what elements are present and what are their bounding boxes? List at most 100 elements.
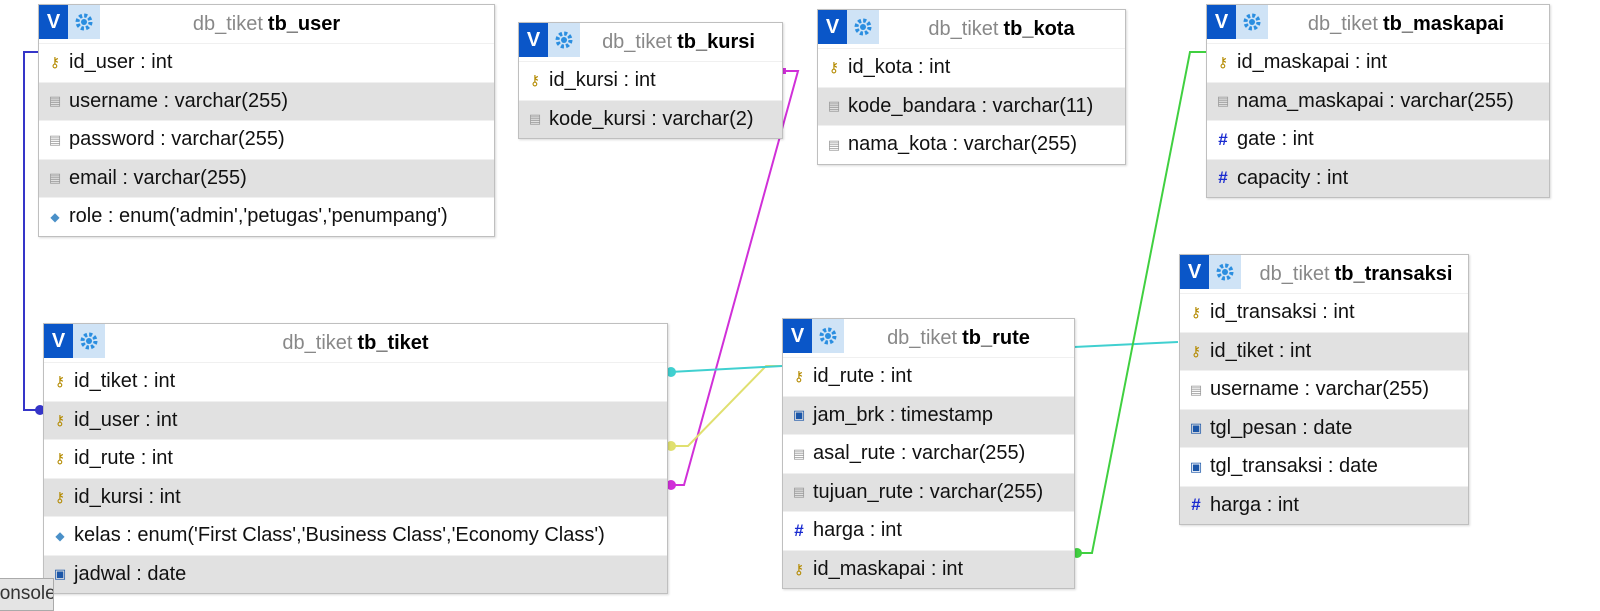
column-row[interactable]: ⚷id_maskapai : int [783, 549, 1074, 588]
table-tb-maskapai[interactable]: V db_tiket tb_maskapai ⚷ id_maskapai : in… [1206, 4, 1550, 198]
column-row[interactable]: ⚷ id_transaksi : int [1180, 293, 1468, 332]
gear-icon[interactable] [73, 324, 105, 358]
column-row[interactable]: ▤nama_kota : varchar(255) [818, 125, 1125, 164]
column-label: id_maskapai : int [1237, 51, 1388, 74]
column-row[interactable]: ◆kelas : enum('First Class','Business Cl… [44, 516, 667, 555]
column-row[interactable]: ▤tujuan_rute : varchar(255) [783, 472, 1074, 511]
column-row[interactable]: # harga : int [783, 511, 1074, 550]
column-label: id_user : int [69, 51, 173, 74]
column-row[interactable]: #gate : int [1207, 120, 1549, 159]
toggle-columns-button[interactable]: V [44, 324, 73, 358]
table-header[interactable]: V db_tiket tb_tiket [44, 324, 667, 362]
database-name: db_tiket [1307, 12, 1378, 35]
date-field-icon: ▣ [1189, 420, 1203, 436]
table-header[interactable]: V db_tiket tb_user [39, 5, 494, 43]
column-row[interactable]: ▤password : varchar(255) [39, 120, 494, 159]
column-label: id_maskapai : int [813, 557, 964, 580]
column-row[interactable]: ⚷id_tiket : int [44, 362, 667, 401]
column-row[interactable]: ▣ tgl_pesan : date [1180, 408, 1468, 447]
column-row[interactable]: ⚷id_user : int [39, 43, 494, 82]
column-row[interactable]: ⚷id_tiket : int [1180, 331, 1468, 370]
table-header[interactable]: V db_tiket tb_kursi [519, 23, 782, 61]
database-name: db_tiket [602, 30, 673, 53]
date-field-icon: ▣ [1189, 458, 1203, 474]
date-field-icon: ▣ [53, 566, 67, 582]
toggle-columns-button[interactable]: V [519, 23, 548, 57]
column-row[interactable]: ▤nama_maskapai : varchar(255) [1207, 81, 1549, 120]
column-row[interactable]: ▤username : varchar(255) [39, 81, 494, 120]
column-row[interactable]: ◆role : enum('admin','petugas','penumpan… [39, 197, 494, 236]
table-tb-tiket[interactable]: V db_tiket tb_tiket ⚷id_tiket : int ⚷id_… [43, 323, 668, 594]
database-name: db_tiket [1259, 262, 1330, 285]
text-field-icon: ▤ [827, 98, 841, 114]
toggle-columns-button[interactable]: V [39, 5, 68, 39]
table-tb-kota[interactable]: V db_tiket tb_kota ⚷id_kota : int ▤ kode_… [817, 9, 1126, 165]
table-tb-user[interactable]: V db_tiket tb_user ⚷id_user : int ▤usern… [38, 4, 495, 237]
gear-icon[interactable] [812, 319, 844, 353]
table-header[interactable]: V db_tiket tb_rute [783, 319, 1074, 357]
gear-icon[interactable] [1236, 5, 1268, 39]
column-row[interactable]: ▣ tgl_transaksi : date [1180, 447, 1468, 486]
key-icon: ⚷ [529, 72, 541, 89]
column-label: harga : int [813, 519, 902, 542]
database-name: db_tiket [192, 12, 263, 35]
table-tb-kursi[interactable]: V db_tiket tb_kursi ⚷id_kursi : int ▤kod… [518, 22, 783, 139]
table-header[interactable]: V db_tiket tb_kota [818, 10, 1125, 48]
column-row[interactable]: ⚷id_rute : int [44, 439, 667, 478]
gear-icon[interactable] [548, 23, 580, 57]
enum-field-icon: ◆ [55, 528, 65, 543]
column-row[interactable]: ⚷id_kota : int [818, 48, 1125, 87]
column-label: id_transaksi : int [1210, 301, 1355, 324]
text-field-icon: ▤ [1216, 93, 1230, 109]
toggle-columns-button[interactable]: V [1180, 255, 1209, 289]
column-row[interactable]: ⚷ id_kursi : int [44, 477, 667, 516]
gear-icon[interactable] [68, 5, 100, 39]
enum-field-icon: ◆ [50, 209, 60, 224]
table-name: tb_tiket [357, 331, 429, 354]
column-row[interactable]: ⚷ id_maskapai : int [1207, 43, 1549, 82]
column-row[interactable]: #harga : int [1180, 485, 1468, 524]
column-row[interactable]: ⚷id_kursi : int [519, 61, 782, 100]
column-label: id_kota : int [848, 56, 951, 79]
column-row[interactable]: ⚷id_rute : int [783, 357, 1074, 396]
column-row[interactable]: ▤ kode_bandara : varchar(11) [818, 86, 1125, 125]
column-row[interactable]: ▤asal_rute : varchar(255) [783, 434, 1074, 473]
table-name: tb_maskapai [1382, 12, 1505, 35]
table-tb-rute[interactable]: V db_tiket tb_rute ⚷id_rute : int ▣jam_b… [782, 318, 1075, 589]
column-row[interactable]: ▤kode_kursi : varchar(2) [519, 99, 782, 138]
column-label: tgl_pesan : date [1210, 416, 1353, 439]
column-row[interactable]: ▤email : varchar(255) [39, 158, 494, 197]
column-label: nama_kota : varchar(255) [848, 133, 1078, 156]
table-header[interactable]: V db_tiket tb_maskapai [1207, 5, 1549, 43]
column-label: id_kursi : int [74, 485, 181, 508]
column-label: email : varchar(255) [69, 166, 247, 189]
column-row[interactable]: ▣jam_brk : timestamp [783, 395, 1074, 434]
key-icon: ⚷ [1217, 54, 1229, 71]
table-header[interactable]: V db_tiket tb_transaksi [1180, 255, 1468, 293]
key-icon: ⚷ [1190, 304, 1202, 321]
toggle-columns-button[interactable]: V [783, 319, 812, 353]
column-row[interactable]: ▤username : varchar(255) [1180, 370, 1468, 409]
column-label: username : varchar(255) [1210, 378, 1429, 401]
column-row[interactable]: ⚷id_user : int [44, 400, 667, 439]
gear-icon[interactable] [1209, 255, 1241, 289]
table-name: tb_transaksi [1334, 262, 1453, 285]
text-field-icon: ▤ [48, 131, 62, 147]
console-tab[interactable]: Console [0, 578, 54, 611]
database-name: db_tiket [887, 326, 958, 349]
table-tb-transaksi[interactable]: V db_tiket tb_transaksi ⚷ id_transaksi : … [1179, 254, 1469, 525]
column-label: kode_bandara : varchar(11) [848, 94, 1094, 117]
column-label: gate : int [1237, 128, 1314, 151]
toggle-columns-button[interactable]: V [818, 10, 847, 44]
toggle-columns-button[interactable]: V [1207, 5, 1236, 39]
key-icon: ⚷ [54, 488, 66, 505]
database-name: db_tiket [928, 17, 999, 40]
date-field-icon: ▣ [792, 407, 806, 423]
column-row[interactable]: ▣jadwal : date [44, 554, 667, 593]
gear-icon[interactable] [847, 10, 879, 44]
number-field-icon: # [794, 520, 804, 540]
column-label: id_tiket : int [1210, 339, 1312, 362]
column-row[interactable]: #capacity : int [1207, 158, 1549, 197]
column-label: tgl_transaksi : date [1210, 455, 1378, 478]
